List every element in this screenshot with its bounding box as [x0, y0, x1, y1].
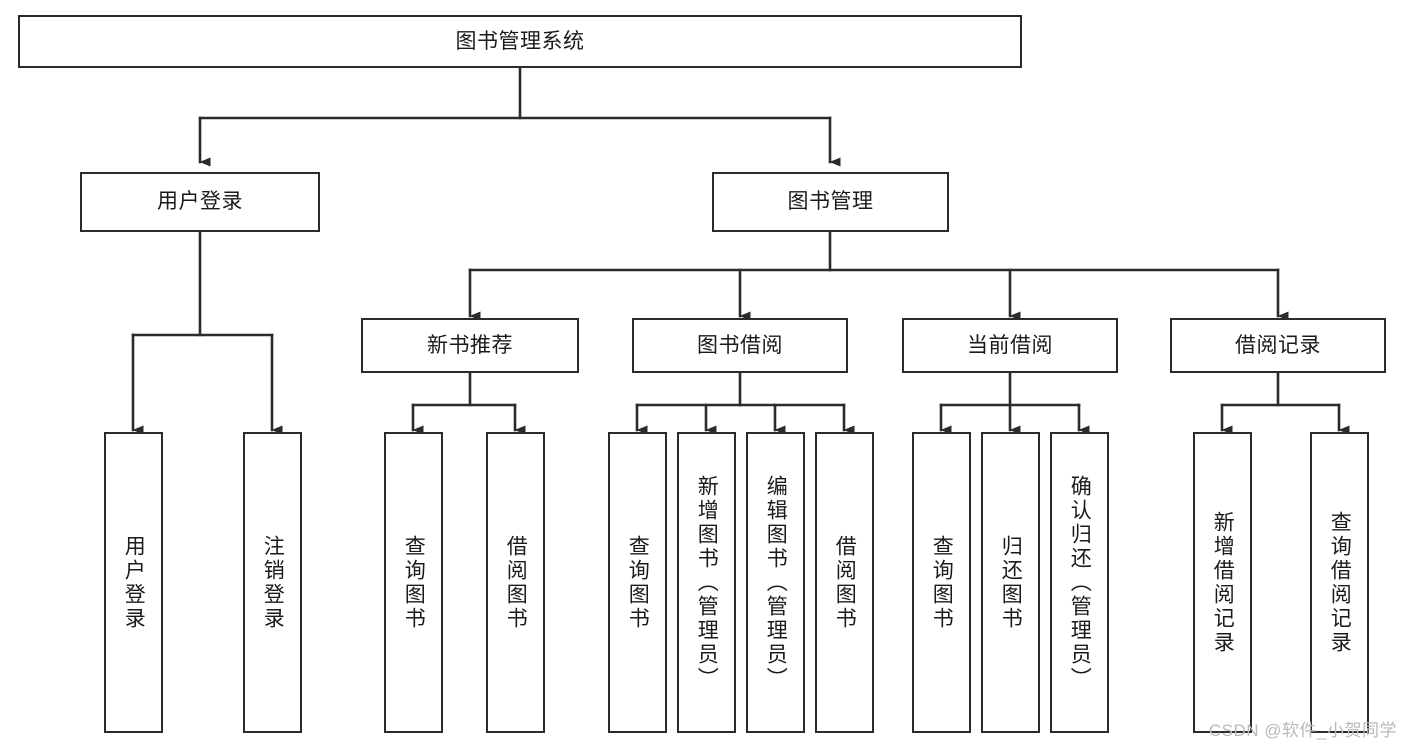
- node-book-management[interactable]: 图书管理: [712, 172, 949, 232]
- node-label: 借阅图书: [504, 534, 528, 631]
- leaf-current-confirm-return-admin[interactable]: 确认归还（管理员）: [1050, 432, 1109, 733]
- leaf-current-query-book[interactable]: 查询图书: [912, 432, 971, 733]
- leaf-new-book-borrow[interactable]: 借阅图书: [486, 432, 545, 733]
- node-label: 借阅记录: [1235, 333, 1321, 357]
- node-label: 编辑图书（管理员）: [764, 474, 788, 691]
- node-label: 注销登录: [261, 534, 285, 631]
- node-borrow-records[interactable]: 借阅记录: [1170, 318, 1386, 373]
- leaf-borrow-edit-book-admin[interactable]: 编辑图书（管理员）: [746, 432, 805, 733]
- node-new-book-recommend[interactable]: 新书推荐: [361, 318, 579, 373]
- leaf-borrow-borrow-book[interactable]: 借阅图书: [815, 432, 874, 733]
- leaf-user-login-signin[interactable]: 用户登录: [104, 432, 163, 733]
- node-label: 归还图书: [999, 534, 1023, 631]
- node-label: 图书管理: [787, 190, 874, 214]
- leaf-new-book-query[interactable]: 查询图书: [384, 432, 443, 733]
- node-user-login[interactable]: 用户登录: [80, 172, 320, 232]
- node-label: 查询借阅记录: [1328, 510, 1352, 655]
- leaf-records-add-record[interactable]: 新增借阅记录: [1193, 432, 1252, 733]
- node-current-borrow[interactable]: 当前借阅: [902, 318, 1118, 373]
- node-label: 查询图书: [930, 534, 954, 631]
- node-book-borrow[interactable]: 图书借阅: [632, 318, 848, 373]
- node-label: 查询图书: [626, 534, 650, 631]
- node-root-system[interactable]: 图书管理系统: [18, 15, 1022, 68]
- node-label: 新增借阅记录: [1211, 510, 1235, 655]
- node-label: 新增图书（管理员）: [695, 474, 719, 691]
- node-label: 查询图书: [402, 534, 426, 631]
- node-label: 当前借阅: [967, 333, 1053, 357]
- node-label: 图书管理系统: [455, 29, 585, 53]
- node-label: 借阅图书: [833, 534, 857, 631]
- leaf-borrow-add-book-admin[interactable]: 新增图书（管理员）: [677, 432, 736, 733]
- node-label: 新书推荐: [427, 333, 513, 357]
- leaf-records-query-record[interactable]: 查询借阅记录: [1310, 432, 1369, 733]
- node-label: 用户登录: [122, 534, 146, 631]
- leaf-borrow-query-book[interactable]: 查询图书: [608, 432, 667, 733]
- leaf-current-return-book[interactable]: 归还图书: [981, 432, 1040, 733]
- leaf-user-login-signout[interactable]: 注销登录: [243, 432, 302, 733]
- node-label: 确认归还（管理员）: [1068, 474, 1092, 691]
- node-label: 图书借阅: [697, 333, 783, 357]
- node-label: 用户登录: [157, 190, 243, 214]
